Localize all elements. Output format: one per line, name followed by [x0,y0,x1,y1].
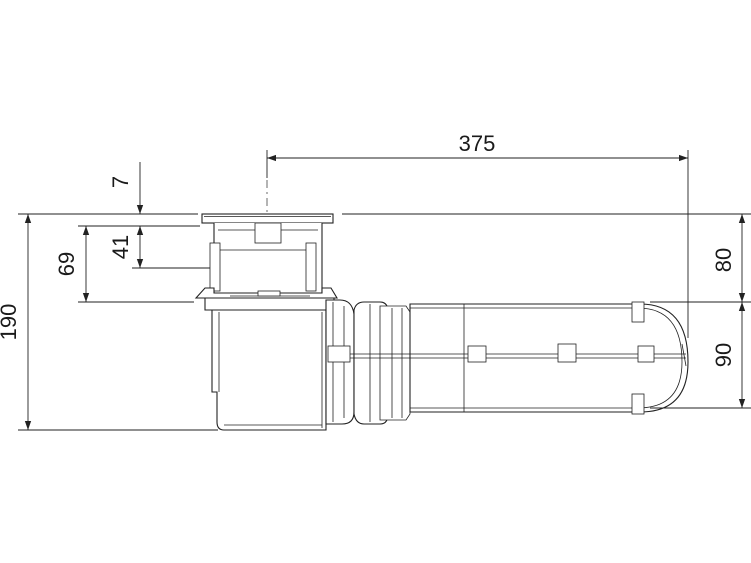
dimension-outlet-top: 80 [711,248,736,272]
dimension-outlet-diameter: 90 [711,343,736,367]
dimension-total-height: 190 [0,304,21,341]
dimension-grate-depth: 41 [108,235,133,259]
dimension-lines [18,150,751,431]
dimension-top-flange: 7 [108,176,133,188]
drain-assembly [194,180,689,431]
dimension-inlet-depth: 69 [54,252,79,276]
dimension-length: 375 [459,131,496,156]
